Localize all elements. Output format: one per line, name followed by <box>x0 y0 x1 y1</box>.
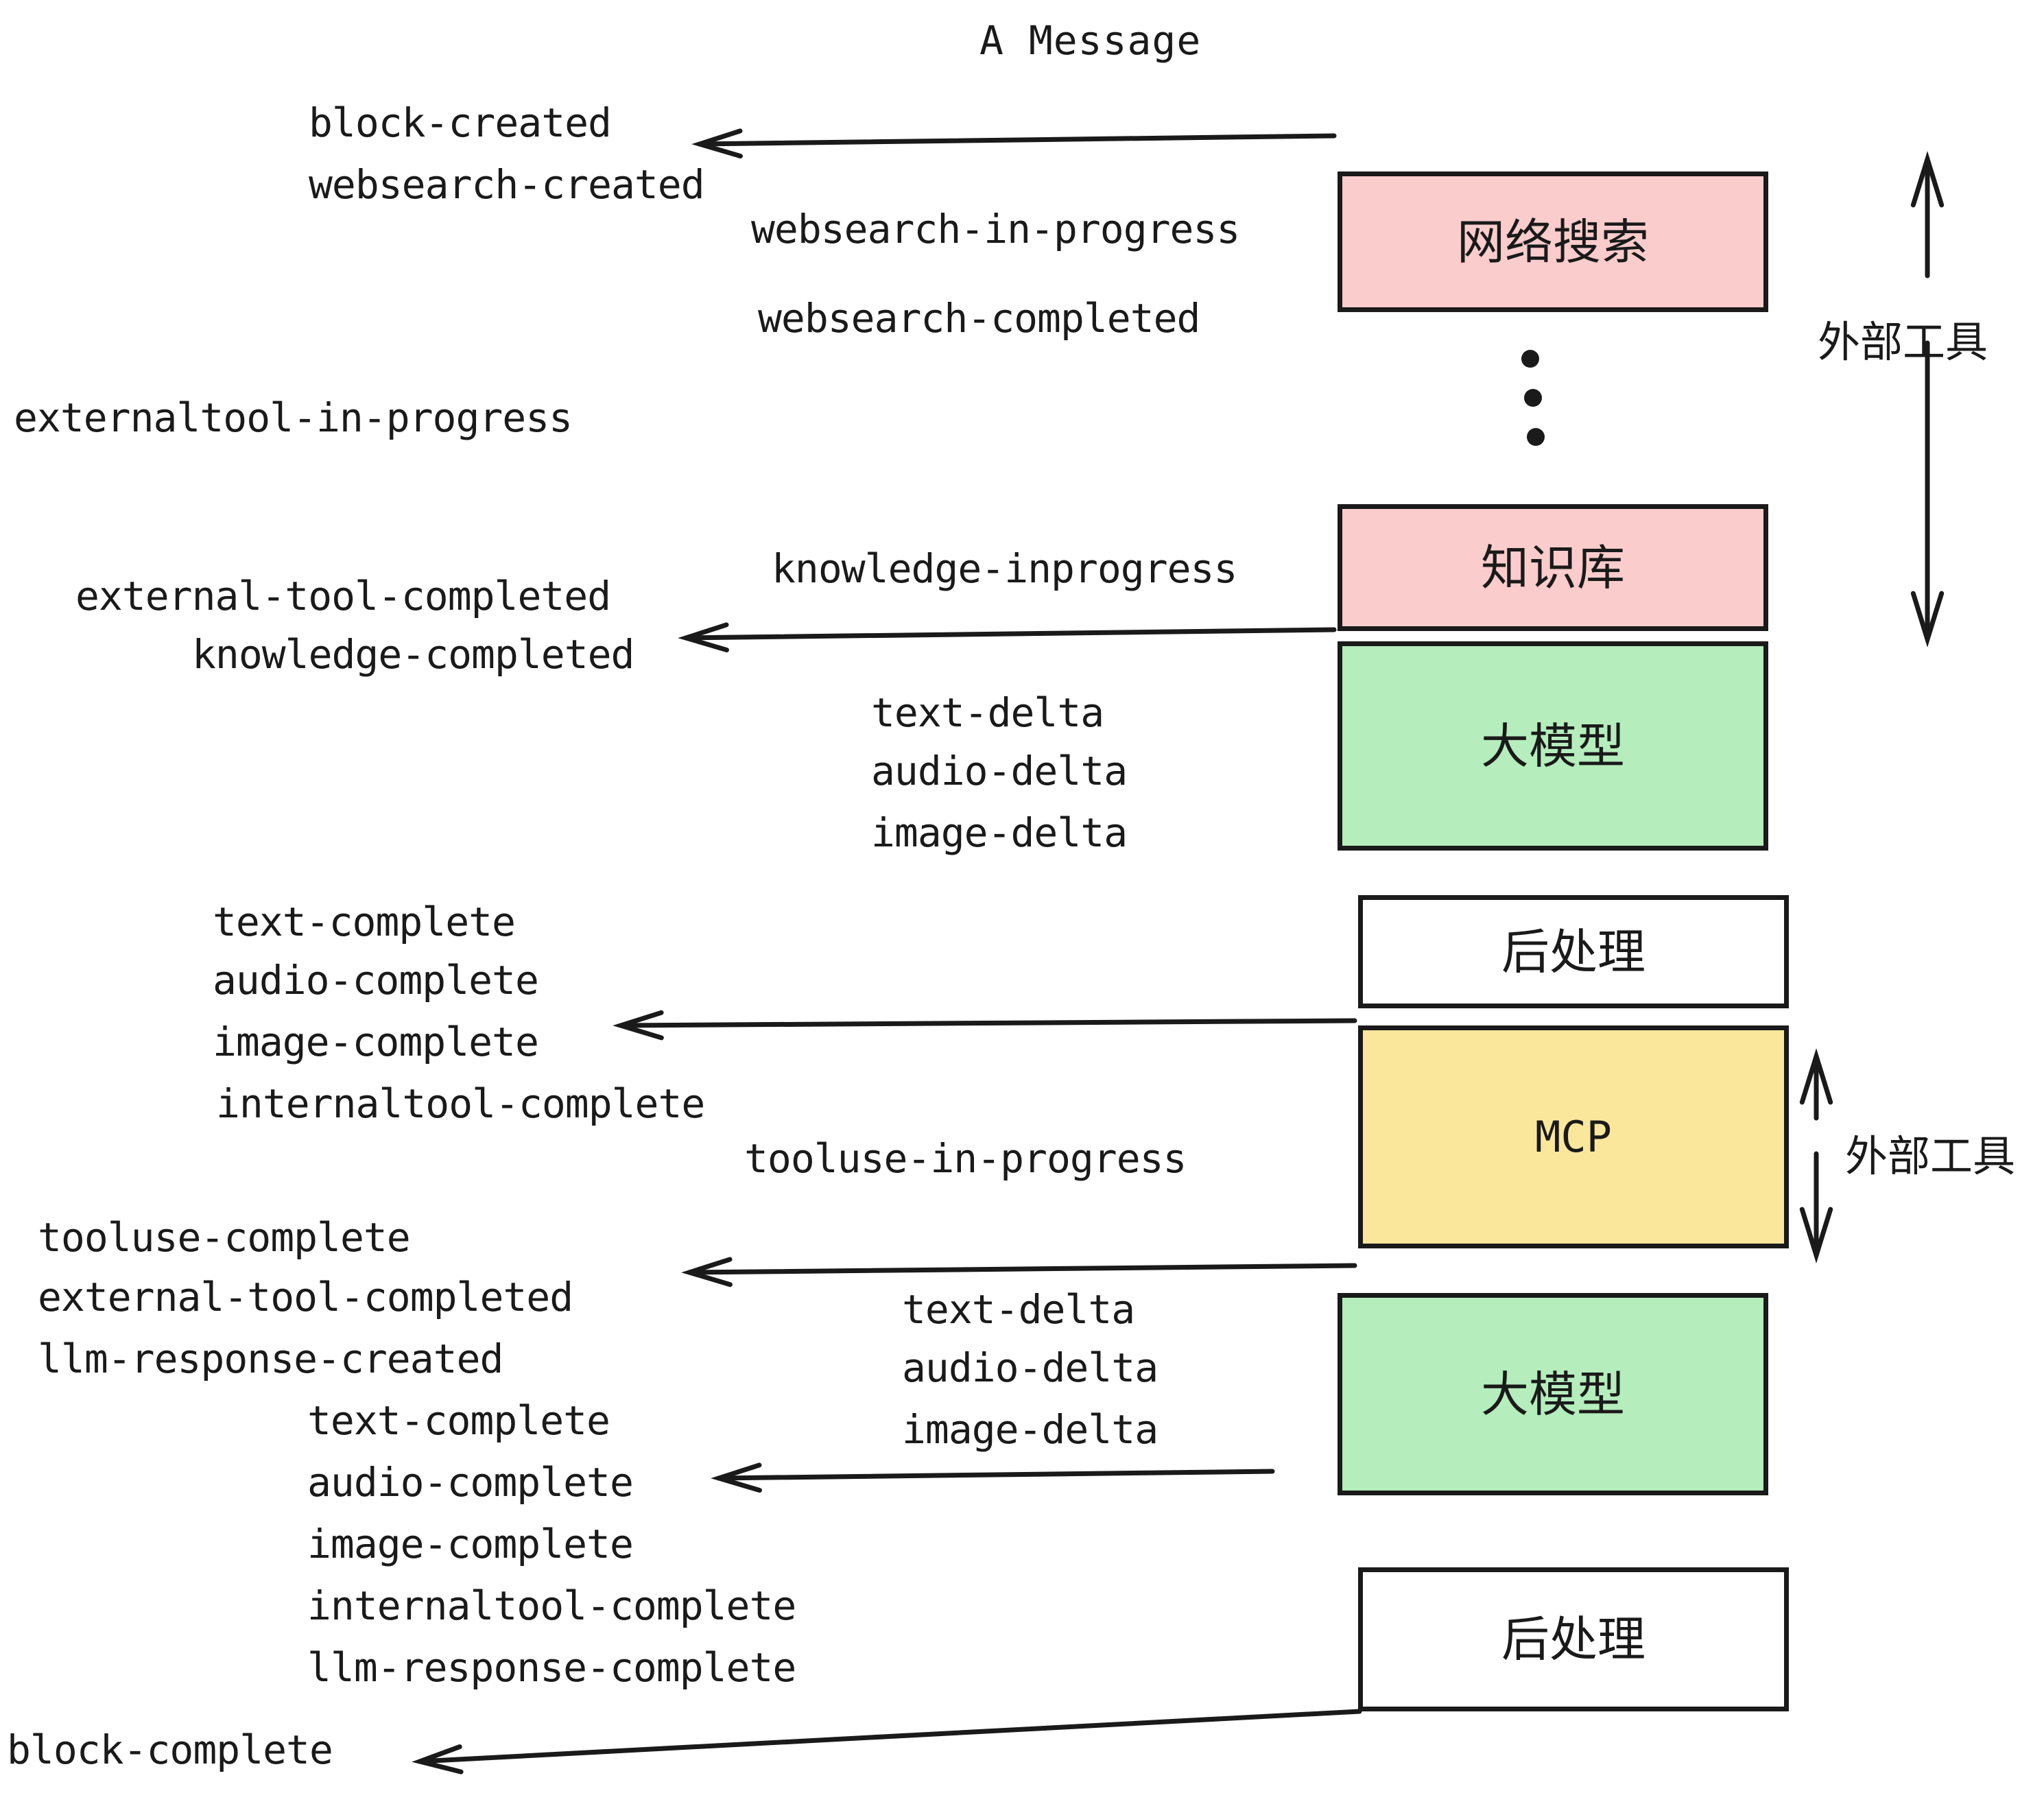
box-label-websearch: 网络搜索 <box>1457 213 1649 270</box>
event-label-image-complete: image-complete <box>307 1521 634 1567</box>
event-label-image-delta: image-delta <box>902 1406 1158 1453</box>
audio-complete-arrow-head <box>711 1462 762 1493</box>
event-label-block-created: block-created <box>309 99 612 146</box>
side-label-external-tool-top: 外部工具 <box>1818 317 1988 367</box>
external-tool-arrow-top-down-head <box>1910 591 1945 648</box>
block-created-arrow-head <box>691 128 743 159</box>
event-label-text-delta: text-delta <box>902 1286 1135 1333</box>
event-label-image-complete: image-complete <box>213 1019 539 1065</box>
event-label-websearch-in-progress: websearch-in-progress <box>751 206 1240 252</box>
event-label-websearch-created: websearch-created <box>309 161 705 208</box>
box-mcp: MCP <box>1358 1025 1789 1248</box>
knowledge-done-arrow-line <box>683 627 1337 641</box>
box-llm-top: 大模型 <box>1338 641 1768 851</box>
knowledge-done-arrow-head <box>678 622 729 653</box>
box-label-mcp: MCP <box>1535 1111 1612 1162</box>
event-label-llm-response-created: llm-response-created <box>38 1336 503 1382</box>
event-label-internaltool-complete: internaltool-complete <box>307 1582 796 1629</box>
box-label-knowledge: 知识库 <box>1481 539 1625 596</box>
box-post-bottom: 后处理 <box>1358 1567 1789 1711</box>
box-post-top: 后处理 <box>1358 895 1789 1008</box>
event-label-audio-complete: audio-complete <box>213 957 539 1004</box>
event-label-text-complete: text-complete <box>213 899 516 945</box>
event-label-image-delta: image-delta <box>871 809 1128 856</box>
event-label-websearch-completed: websearch-completed <box>758 295 1200 342</box>
event-label-tooluse-in-progress: tooluse-in-progress <box>744 1135 1187 1182</box>
external-tool-arrow-bottom-up-head <box>1799 1048 1833 1105</box>
box-label-post-top: 后处理 <box>1501 923 1645 980</box>
block-complete-arrow-head <box>412 1744 464 1775</box>
block-complete-arrow-line <box>417 1709 1362 1764</box>
event-label-externaltool-in-progress: externaltool-in-progress <box>14 394 573 441</box>
image-complete-arrow-line <box>618 1018 1357 1028</box>
event-label-text-delta: text-delta <box>871 689 1104 736</box>
box-llm-bottom: 大模型 <box>1338 1293 1768 1495</box>
block-created-arrow-line <box>697 133 1337 147</box>
tooluse-done-arrow-head <box>681 1257 733 1287</box>
box-label-llm-bottom: 大模型 <box>1481 1366 1625 1423</box>
event-label-audio-complete: audio-complete <box>307 1459 634 1506</box>
box-label-llm-top: 大模型 <box>1481 717 1625 774</box>
audio-complete-arrow-line <box>716 1469 1275 1481</box>
ellipsis-dot-1 <box>1521 350 1539 368</box>
external-tool-arrow-bottom-down-head <box>1799 1207 1833 1263</box>
tooluse-done-arrow-line <box>687 1263 1357 1275</box>
event-label-block-complete: block-complete <box>7 1726 333 1773</box>
event-label-audio-delta: audio-delta <box>871 748 1128 794</box>
box-knowledge: 知识库 <box>1338 504 1768 631</box>
page-title: A Message <box>979 17 1202 64</box>
event-label-llm-response-complete: llm-response-complete <box>307 1644 796 1691</box>
event-label-knowledge-completed: knowledge-completed <box>192 631 634 678</box>
ellipsis-dot-3 <box>1527 428 1545 446</box>
event-label-external-tool-completed: external-tool-completed <box>75 573 611 619</box>
ellipsis-dot-2 <box>1524 389 1542 407</box>
box-label-post-bottom: 后处理 <box>1501 1611 1645 1667</box>
event-label-text-complete: text-complete <box>307 1397 610 1444</box>
event-label-external-tool-completed: external-tool-completed <box>38 1274 573 1320</box>
event-label-audio-delta: audio-delta <box>902 1344 1158 1391</box>
box-websearch: 网络搜索 <box>1338 171 1768 312</box>
event-label-tooluse-complete: tooluse-complete <box>38 1214 411 1261</box>
side-label-external-tool-bottom: 外部工具 <box>1845 1131 2016 1181</box>
external-tool-arrow-top-up-head <box>1910 151 1945 208</box>
event-label-knowledge-inprogress: knowledge-inprogress <box>772 545 1237 592</box>
event-label-internaltool-complete: internaltool-complete <box>216 1080 705 1127</box>
image-complete-arrow-head <box>613 1010 664 1041</box>
